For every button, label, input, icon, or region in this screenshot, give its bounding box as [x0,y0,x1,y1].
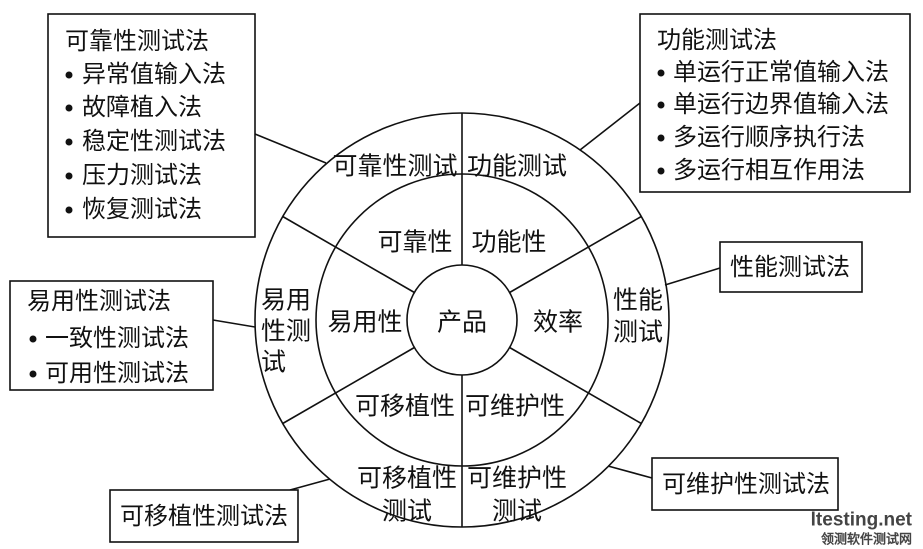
usability-methods-box: 易用性测试法 一致性测试法 可用性测试法 [9,280,214,391]
outer-label-usability-line1: 易用 [261,286,311,315]
outer-label-usability-line2: 性测 [261,317,311,346]
bullet-icon [65,104,73,112]
bullet-icon [65,138,73,146]
outer-label-performance-line2: 测试 [613,318,663,347]
maintainability-methods-title: 可维护性测试法 [662,470,830,498]
reliability-method-item: 恢复测试法 [82,195,202,223]
reliability-methods-title: 可靠性测试法 [65,27,209,55]
outer-label-portability-line2: 测试 [382,497,432,526]
reliability-methods-box: 可靠性测试法 异常值输入法 故障植入法 稳定性测试法 压力测试法 恢复测试法 [47,13,256,238]
bullet-icon [657,101,665,109]
outer-label-functionality: 功能测试 [467,152,567,181]
divider-lower-right [509,346,642,425]
usability-method-item: 可用性测试法 [45,359,189,387]
portability-methods-title: 可移植性测试法 [120,502,288,530]
inner-label-functionality: 功能性 [471,228,546,257]
watermark-site: ltesting.net [811,510,913,531]
bullet-icon [65,71,73,79]
bullet-icon [65,206,73,214]
maintainability-methods-box: 可维护性测试法 [651,457,839,511]
functionality-methods-title: 功能测试法 [657,26,777,54]
bullet-icon [65,172,73,180]
bullet-icon [29,370,37,378]
watermark-name: 领测软件测试网 [821,532,912,547]
usability-methods-title: 易用性测试法 [27,287,171,315]
functionality-methods-box: 功能测试法 单运行正常值输入法 单运行边界值输入法 多运行顺序执行法 多运行相互… [639,13,911,193]
center-label: 产品 [437,308,487,337]
inner-label-efficiency: 效率 [533,308,583,337]
functionality-method-item: 多运行相互作用法 [673,156,865,184]
divider-upper-left [282,215,415,294]
bullet-icon [29,335,37,343]
connector-maintainability [607,465,653,479]
performance-methods-title: 性能测试法 [730,253,850,281]
bullet-icon [657,69,665,77]
inner-label-usability: 易用性 [327,308,402,337]
reliability-method-item: 压力测试法 [82,161,202,189]
reliability-method-item: 稳定性测试法 [82,127,226,155]
functionality-method-item: 单运行正常值输入法 [673,58,889,86]
inner-label-maintainability: 可维护性 [465,392,565,421]
inner-label-reliability: 可靠性 [377,228,452,257]
connector-functionality [579,102,641,151]
divider-lower-left [282,346,415,425]
reliability-method-item: 异常值输入法 [82,60,226,88]
reliability-method-item: 故障植入法 [82,93,202,121]
functionality-method-item: 单运行边界值输入法 [673,90,889,118]
outer-label-maintainability-line1: 可维护性 [467,464,567,493]
portability-methods-box: 可移植性测试法 [109,489,299,543]
connector-reliability [254,133,327,164]
connector-portability [289,478,331,491]
connector-performance [664,267,721,286]
performance-methods-box: 性能测试法 [719,241,863,293]
bullet-icon [657,167,665,175]
outer-label-performance-line1: 性能 [613,286,663,315]
bullet-icon [657,134,665,142]
inner-label-portability: 可移植性 [355,392,455,421]
outer-label-portability-line1: 可移植性 [357,464,457,493]
connector-usability [212,319,256,328]
outer-label-reliability: 可靠性测试 [332,152,457,181]
outer-label-maintainability-line2: 测试 [492,497,542,526]
outer-label-usability-line3: 试 [261,348,286,377]
usability-method-item: 一致性测试法 [45,324,189,352]
functionality-method-item: 多运行顺序执行法 [673,123,865,151]
divider-upper-right [509,215,642,294]
